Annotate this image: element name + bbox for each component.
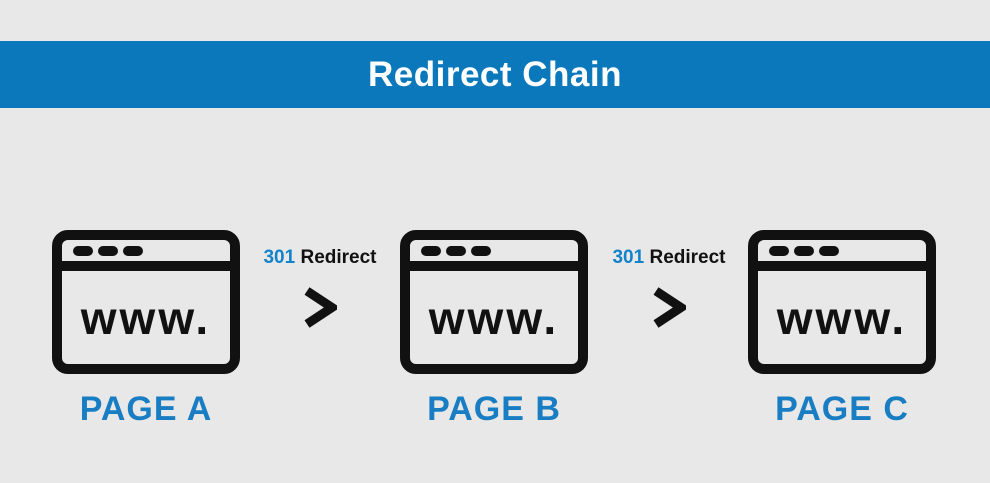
titlebar-dot xyxy=(123,245,143,256)
browser-content-area: www. xyxy=(758,271,926,364)
page-c-label: PAGE C xyxy=(775,390,909,428)
titlebar-dot xyxy=(98,245,118,256)
titlebar-dot xyxy=(794,245,814,256)
titlebar-dot xyxy=(421,245,441,256)
chevron-right-icon xyxy=(589,286,749,330)
page-title: Redirect Chain xyxy=(368,54,622,94)
browser-content-area: www. xyxy=(410,271,578,364)
browser-window-icon: www. xyxy=(52,230,240,374)
chevron-right-icon xyxy=(240,286,400,330)
redirect-label: Redirect xyxy=(300,247,377,268)
www-text: www. xyxy=(776,291,908,344)
www-text: www. xyxy=(80,291,212,344)
titlebar-dot xyxy=(73,245,93,256)
browser-titlebar xyxy=(62,240,230,271)
redirect-label: Redirect xyxy=(649,247,726,268)
titlebar-dot xyxy=(769,245,789,256)
browser-window-icon: www. xyxy=(748,230,936,374)
browser-window-icon: www. xyxy=(400,230,588,374)
titlebar-dot xyxy=(471,245,491,256)
title-banner: Redirect Chain xyxy=(0,41,990,108)
redirect-connector-2: 301 Redirect xyxy=(589,230,749,330)
redirect-status-text: 301 Redirect xyxy=(240,247,400,270)
page-c-group: www. PAGE C xyxy=(748,230,936,426)
browser-titlebar xyxy=(758,240,926,271)
redirect-status-text: 301 Redirect xyxy=(589,247,749,270)
titlebar-dot xyxy=(446,245,466,256)
status-code-301: 301 xyxy=(263,247,296,268)
browser-titlebar xyxy=(410,240,578,271)
page-b-label: PAGE B xyxy=(427,390,561,428)
status-code-301: 301 xyxy=(612,247,645,268)
browser-content-area: www. xyxy=(62,271,230,364)
redirect-connector-1: 301 Redirect xyxy=(240,230,400,330)
titlebar-dot xyxy=(819,245,839,256)
www-text: www. xyxy=(428,291,560,344)
page-b-group: www. PAGE B xyxy=(400,230,588,426)
page-a-group: www. PAGE A xyxy=(52,230,240,426)
page-a-label: PAGE A xyxy=(79,390,213,428)
